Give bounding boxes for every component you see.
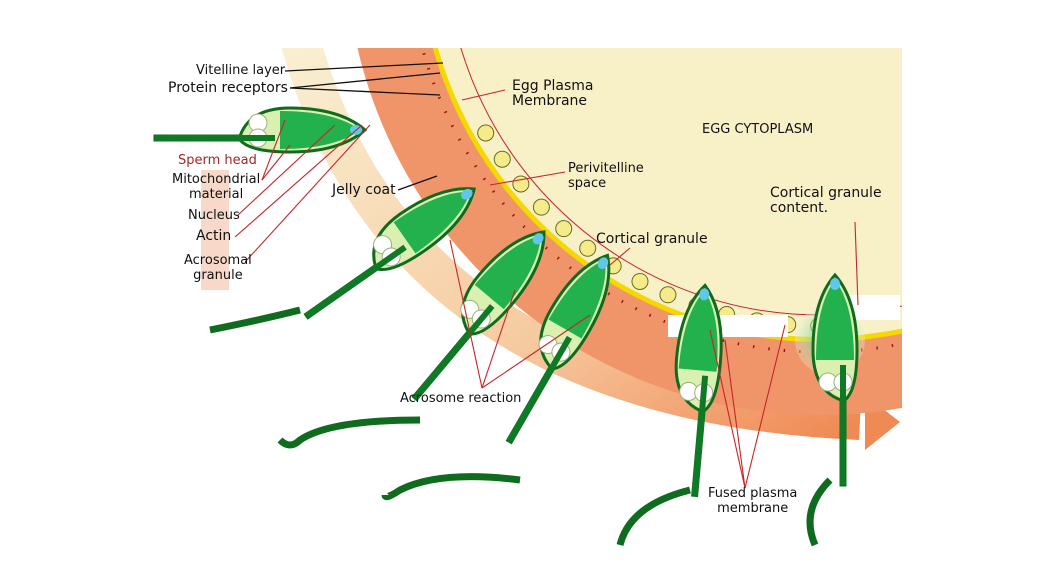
cortical-granule	[579, 239, 597, 257]
label-jelly-coat: Jelly coat	[332, 182, 396, 198]
sperm-head-bracket	[201, 170, 229, 290]
black-leaders	[284, 62, 444, 191]
label-nucleus: Nucleus	[188, 208, 240, 223]
cortical-granule	[477, 124, 495, 142]
label-actin: Actin	[196, 228, 232, 244]
sperm-6	[811, 273, 859, 487]
cortical-granule	[493, 150, 511, 168]
egg-cytoplasm	[438, 48, 902, 337]
label-protein-receptors: Protein receptors	[168, 80, 288, 96]
label-cortical-granule: Cortical granule	[596, 231, 708, 247]
cortical-granule	[659, 286, 677, 304]
label-egg-cytoplasm: EGG CYTOPLASM	[702, 122, 814, 137]
label-acrosome-reaction: Acrosome reaction	[400, 391, 522, 406]
label-vitelline-layer: Vitelline layer	[196, 63, 286, 78]
sperm-1	[153, 106, 367, 154]
label-sperm-head: Sperm head	[178, 153, 257, 168]
sperm-tails	[209, 306, 833, 547]
cortical-granule	[532, 198, 550, 216]
cortical-granule	[631, 272, 649, 290]
red-leaders	[234, 89, 859, 489]
cortical-granule	[555, 220, 573, 238]
